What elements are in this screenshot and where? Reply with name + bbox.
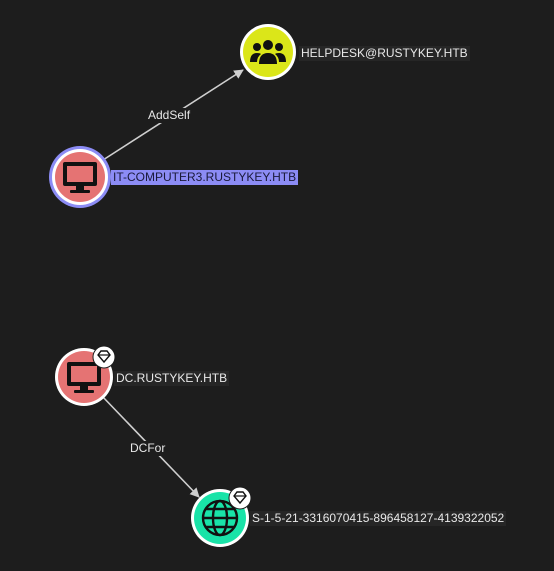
node-domain-sid[interactable] bbox=[191, 486, 252, 547]
users-icon bbox=[250, 40, 286, 64]
node-label-it-computer3[interactable]: IT-COMPUTER3.RUSTYKEY.HTB bbox=[111, 170, 299, 185]
computer-icon bbox=[67, 362, 101, 393]
globe-icon bbox=[201, 499, 239, 537]
computer-icon bbox=[63, 162, 97, 193]
node-label-dc[interactable]: DC.RUSTYKEY.HTB bbox=[114, 371, 230, 386]
node-it-computer3[interactable] bbox=[49, 146, 111, 208]
gem-icon bbox=[92, 345, 116, 369]
node-label-domain-sid[interactable]: S-1-5-21-3316070415-896458127-4139322052 bbox=[250, 511, 507, 526]
edge-label-addself[interactable]: AddSelf bbox=[146, 108, 193, 123]
edge-label-dcfor[interactable]: DCFor bbox=[128, 441, 168, 456]
node-dc[interactable] bbox=[55, 345, 116, 406]
node-helpdesk[interactable] bbox=[240, 24, 296, 80]
gem-icon bbox=[228, 486, 252, 510]
node-label-helpdesk[interactable]: HELPDESK@RUSTYKEY.HTB bbox=[299, 46, 470, 61]
